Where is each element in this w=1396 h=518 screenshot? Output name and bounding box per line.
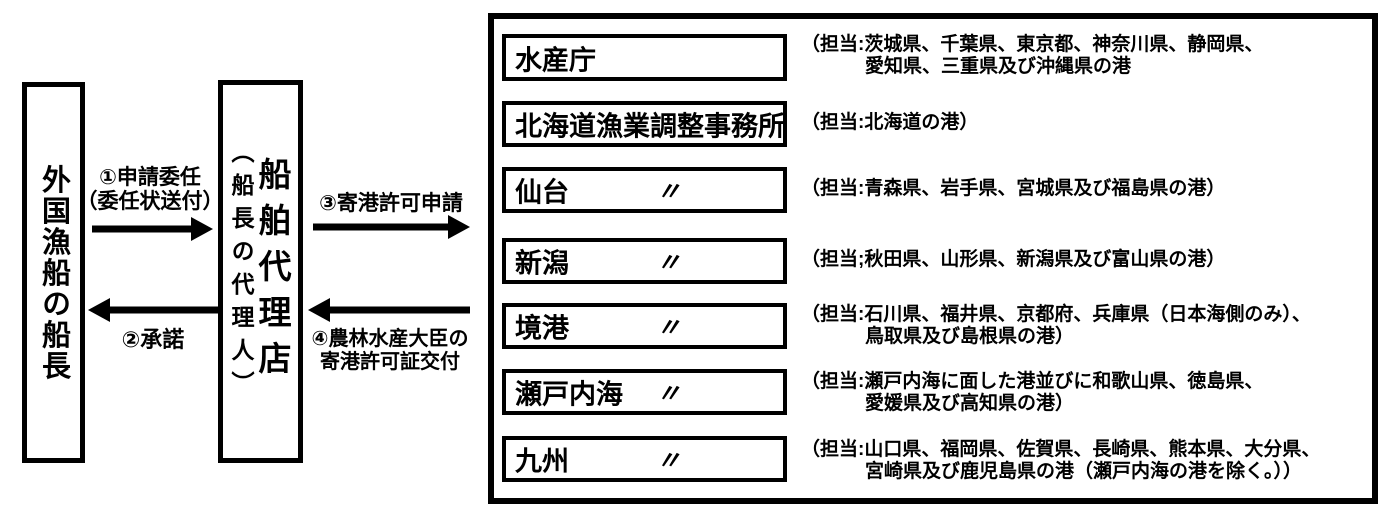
office-note-line: （担当:石川県、福井県、京都府、兵庫県（日本海側のみ）、: [801, 304, 1311, 325]
office-name: 仙台: [515, 177, 569, 208]
ditto-mark: 〃: [656, 178, 682, 206]
office-note-line: 宮崎県及び鹿児島県の港（瀬戸内海の港を除く。））: [865, 461, 1303, 482]
office-name: 水産庁: [515, 45, 596, 75]
arrow3-label: ③寄港許可申請: [319, 192, 463, 215]
ditto-mark: 〃: [656, 314, 682, 342]
arrow3-right-icon: [313, 214, 470, 240]
arrow3-head: [448, 215, 470, 239]
arrow3-shaft: [313, 223, 452, 231]
office-note-line: 愛知県、三重県及び沖縄県の港: [865, 56, 1132, 77]
arrow4-head: [308, 298, 330, 322]
office-name: 北海道漁業調整事務所: [515, 111, 785, 142]
arrow4-shaft: [326, 306, 470, 314]
office-note-line: （担当:瀬戸内海に面した港並びに和歌山県、徳島県、: [801, 371, 1264, 392]
office-note: （担当;秋田県、山形県、新潟県及び富山県の港）: [801, 249, 1225, 271]
office-note-line: （担当:青森県、岩手県、宮城県及び福島県の港）: [801, 178, 1226, 199]
agent-box-main-label: 船舶代理店: [254, 156, 291, 387]
office-note: （担当:瀬戸内海に面した港並びに和歌山県、徳島県、 愛媛県及び高知県の港）: [801, 371, 1263, 415]
office-note-line: （担当;秋田県、山形県、新潟県及び富山県の港）: [801, 249, 1226, 270]
office-name: 境港: [515, 313, 569, 344]
arrow1-right-icon: [92, 216, 213, 242]
office-note: （担当:茨城県、千葉県、東京都、神奈川県、静岡県、 愛知県、三重県及び沖縄県の港: [801, 34, 1263, 78]
office-box-kyushu: 九州 〃: [502, 436, 787, 482]
agent-box: 船舶代理店 （船長の代理人）: [218, 80, 303, 463]
arrow1-label-line1: ①申請委任: [99, 166, 201, 189]
office-note-line: 愛媛県及び高知県の港）: [865, 393, 1075, 414]
office-box-niigata: 新潟 〃: [502, 238, 787, 284]
office-note: （担当:石川県、福井県、京都府、兵庫県（日本海側のみ）、 鳥取県及び島根県の港）: [801, 304, 1311, 348]
captain-box: 外国漁船の船長: [22, 82, 85, 463]
office-note: （担当:北海道の港）: [801, 112, 978, 134]
arrow4-label: ④農林水産大臣の 寄港許可証交付: [300, 328, 480, 374]
office-name: 瀬戸内海: [515, 379, 623, 410]
ditto-mark: 〃: [656, 447, 682, 475]
office-name: 九州: [515, 446, 569, 477]
arrow4-label-line1: ④農林水産大臣の: [311, 328, 469, 350]
arrow2-shaft: [106, 306, 218, 314]
arrow1-head: [191, 217, 213, 241]
arrow1-label-line2: （委任状送付）: [76, 190, 224, 214]
office-note-line: （担当:茨城県、千葉県、東京都、神奈川県、静岡県、: [801, 34, 1264, 55]
office-box-setonaikai: 瀬戸内海 〃: [502, 369, 787, 415]
arrow4-label-line2: 寄港許可証交付: [320, 351, 460, 373]
office-note: （担当:青森県、岩手県、宮城県及び福島県の港）: [801, 178, 1225, 200]
office-note-line: （担当:山口県、福岡県、佐賀県、長崎県、熊本県、大分県、: [801, 439, 1321, 460]
arrow1-shaft: [92, 225, 195, 233]
agent-box-sub-label: （船長の代理人）: [228, 139, 254, 404]
arrow2-label: ②承諾: [121, 327, 185, 352]
arrow4-left-icon: [308, 297, 470, 323]
office-box-sendai: 仙台 〃: [502, 167, 787, 213]
arrow2-head: [88, 298, 110, 322]
office-box-hokkaido: 北海道漁業調整事務所: [502, 101, 787, 147]
office-note-line: （担当:北海道の港）: [801, 112, 979, 133]
office-box-sakaiminato: 境港 〃: [502, 303, 787, 349]
ditto-mark: 〃: [656, 380, 682, 408]
arrow2-left-icon: [88, 297, 218, 323]
office-name: 新潟: [515, 248, 569, 279]
captain-box-label: 外国漁船の船長: [37, 164, 70, 381]
offices-panel: 水産庁 （担当:茨城県、千葉県、東京都、神奈川県、静岡県、 愛知県、三重県及び沖…: [488, 13, 1378, 504]
arrow1-label: ①申請委任 （委任状送付）: [70, 166, 230, 214]
office-note: （担当:山口県、福岡県、佐賀県、長崎県、熊本県、大分県、 宮崎県及び鹿児島県の港…: [801, 439, 1320, 483]
office-box-suisancho: 水産庁: [502, 34, 787, 81]
office-note-line: 鳥取県及び島根県の港）: [865, 326, 1075, 347]
ditto-mark: 〃: [656, 249, 682, 277]
